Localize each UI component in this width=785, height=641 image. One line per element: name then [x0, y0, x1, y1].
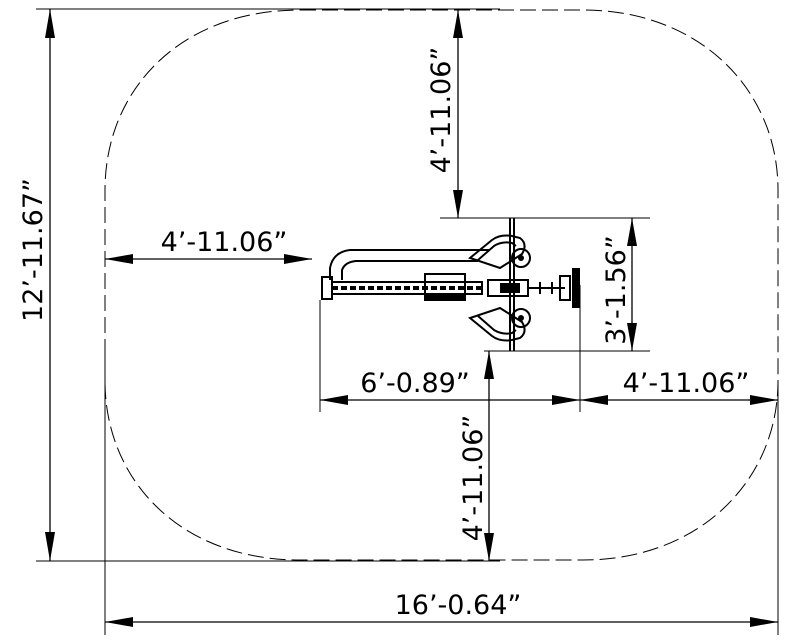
dim-left-clearance-label: 4’-11.06”: [161, 227, 288, 258]
dim-overall-width-label: 16’-0.64”: [395, 590, 522, 621]
dim-equipment-length-label: 6’-0.89”: [360, 368, 470, 399]
dim-right-clearance: 4’-11.06”: [580, 368, 778, 405]
dim-bottom-clearance: 4’-11.06”: [458, 351, 494, 561]
dim-overall-height: 12’-11.67”: [18, 9, 55, 561]
fitness-equipment-top-view: [321, 218, 580, 351]
dim-overall-width: 16’-0.64”: [105, 590, 778, 627]
dim-bottom-clearance-label: 4’-11.06”: [458, 415, 489, 542]
dim-equipment-length: 6’-0.89”: [320, 368, 580, 405]
dim-overall-height-label: 12’-11.67”: [18, 178, 49, 322]
dim-right-clearance-label: 4’-11.06”: [623, 368, 750, 399]
dim-equipment-width: 3’-1.56”: [601, 218, 637, 351]
safety-zone-outline: [104, 9, 779, 561]
dim-top-clearance-label: 4’-11.06”: [426, 47, 457, 174]
dim-left-clearance: 4’-11.06”: [105, 227, 312, 264]
extension-lines: [36, 8, 779, 635]
dim-equipment-width-label: 3’-1.56”: [601, 235, 632, 345]
dim-top-clearance: 4’-11.06”: [426, 10, 463, 218]
